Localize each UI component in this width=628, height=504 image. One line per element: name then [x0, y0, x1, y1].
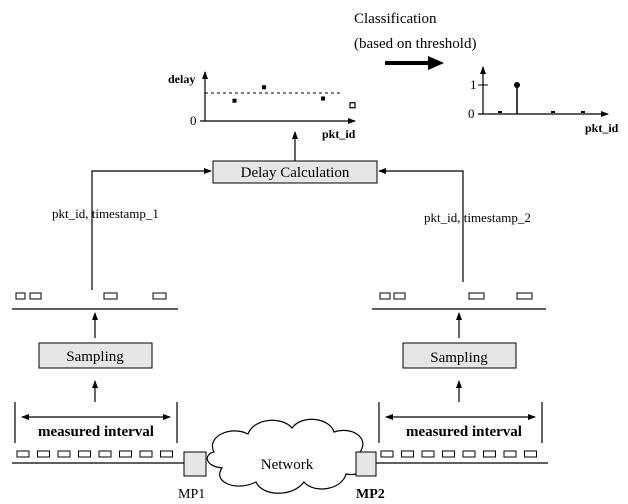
delay-point	[232, 98, 237, 103]
delay-axis-label: delay	[168, 72, 195, 86]
right-measured-interval: measured interval	[378, 402, 543, 443]
delay-zero-tick: 0	[190, 113, 197, 128]
left-packet-stream	[16, 450, 173, 458]
class-stems	[498, 82, 585, 114]
measured-interval-left-label: measured interval	[38, 424, 154, 440]
delay-point	[262, 85, 266, 90]
packet	[421, 450, 435, 458]
class-one-tick: 1	[470, 77, 477, 92]
packet	[16, 450, 30, 458]
right-sampled-packets	[379, 292, 533, 300]
stem-point	[498, 111, 502, 113]
packet	[57, 450, 71, 458]
interval-label-bg	[18, 421, 174, 440]
mp1-box	[183, 451, 207, 477]
classification-chart: 1 0 pkt_id	[468, 66, 619, 135]
packet	[139, 450, 153, 458]
pkt-timestamp-2-label: pkt_id, timestamp_2	[424, 210, 531, 225]
delay-point	[349, 102, 356, 109]
packet	[103, 292, 118, 300]
packet	[468, 292, 485, 300]
measured-interval-right-label: measured interval	[406, 424, 522, 440]
class-x-label: pkt_id	[585, 121, 619, 135]
mp2-box	[355, 451, 377, 477]
sampling-right-label: Sampling	[430, 350, 488, 366]
sampling-left-label: Sampling	[66, 349, 124, 365]
packet	[15, 292, 26, 300]
packet	[152, 292, 167, 300]
classification-title: Classification	[354, 11, 437, 27]
packet	[483, 450, 496, 458]
left-measured-interval: measured interval	[14, 402, 178, 443]
classification-subtitle: (based on threshold)	[354, 36, 476, 52]
packet	[380, 450, 394, 458]
delay-x-label: pkt_id	[322, 127, 356, 141]
stem-point	[581, 111, 585, 113]
delay-point	[321, 96, 325, 101]
right-packet-stream	[380, 450, 537, 458]
packet	[37, 450, 50, 458]
packet	[29, 292, 42, 300]
class-zero-tick: 0	[468, 106, 475, 121]
right-flow-arrow	[378, 168, 464, 282]
delay-points	[232, 85, 356, 109]
mp2-label: MP2	[356, 487, 385, 502]
pkt-timestamp-1-label: pkt_id, timestamp_1	[52, 206, 159, 221]
packet	[119, 450, 132, 458]
packet	[401, 450, 414, 458]
interval-label-bg	[382, 421, 539, 440]
packet	[78, 450, 91, 458]
packet	[98, 450, 112, 458]
mp1-label: MP1	[178, 487, 205, 502]
left-sampled-packets	[15, 292, 167, 300]
delay-calculation-label: Delay Calculation	[241, 165, 350, 181]
delay-chart: delay 0 pkt_id	[168, 71, 356, 141]
packet	[442, 450, 455, 458]
packet	[379, 292, 391, 300]
sampling-box-left	[38, 342, 153, 369]
packet	[393, 292, 406, 300]
packet	[160, 450, 173, 458]
stem-point	[551, 111, 555, 113]
packet	[462, 450, 476, 458]
packet	[524, 450, 537, 458]
stem-point	[514, 82, 520, 88]
packet	[503, 450, 517, 458]
packet	[516, 292, 533, 300]
sampling-box-right	[402, 342, 517, 369]
classification-arrow-head	[428, 56, 444, 70]
left-flow-arrow	[91, 168, 212, 290]
network-label: Network	[261, 457, 314, 473]
